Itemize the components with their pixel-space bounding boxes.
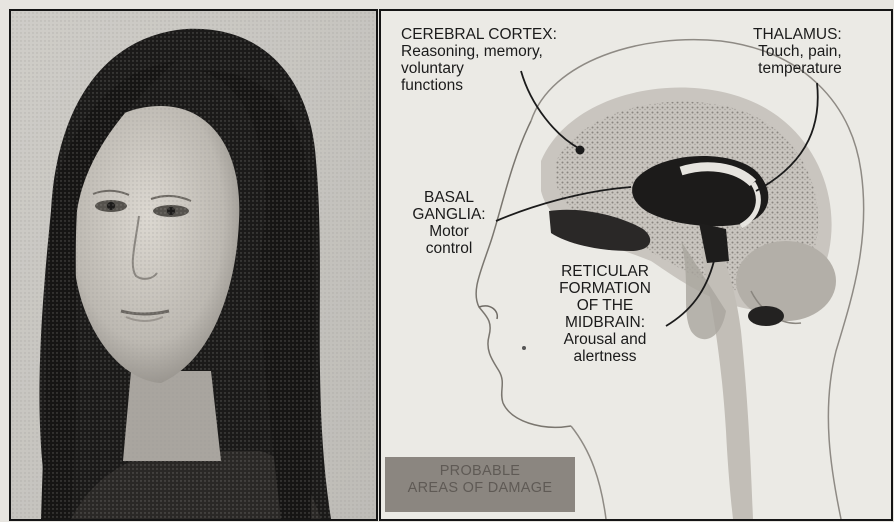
- cortex-line-3: functions: [401, 77, 557, 94]
- reticular-line-1: RETICULAR: [543, 263, 667, 280]
- thalamus-label: THALAMUS: Touch, pain, temperature: [753, 26, 842, 77]
- reticular-line-5: Arousal and: [543, 331, 667, 348]
- reticular-line-2: FORMATION: [543, 280, 667, 297]
- basal-line-4: control: [403, 240, 495, 257]
- reticular-line-6: alertness: [543, 348, 667, 365]
- cortex-line-1: Reasoning, memory,: [401, 43, 557, 60]
- thalamus-line-2: temperature: [753, 60, 842, 77]
- basal-ganglia-label: BASAL GANGLIA: Motor control: [403, 189, 495, 257]
- legend-line-2: AREAS OF DAMAGE: [385, 480, 575, 497]
- basal-line-3: Motor: [403, 223, 495, 240]
- cortex-label: CEREBRAL CORTEX: Reasoning, memory, volu…: [401, 26, 557, 94]
- basal-line-1: BASAL: [403, 189, 495, 206]
- damage-legend-label: PROBABLE AREAS OF DAMAGE: [385, 463, 575, 497]
- reticular-formation-label: RETICULAR FORMATION OF THE MIDBRAIN: Aro…: [543, 263, 667, 365]
- portrait-illustration: [11, 11, 376, 519]
- cortex-line-2: voluntary: [401, 60, 557, 77]
- cortex-title: CEREBRAL CORTEX:: [401, 26, 557, 43]
- thalamus-title: THALAMUS:: [753, 26, 842, 43]
- thalamus-line-1: Touch, pain,: [753, 43, 842, 60]
- basal-line-2: GANGLIA:: [403, 206, 495, 223]
- reticular-line-4: MIDBRAIN:: [543, 314, 667, 331]
- portrait-photo: [9, 9, 378, 521]
- reticular-line-3: OF THE: [543, 297, 667, 314]
- brain-diagram: CEREBRAL CORTEX: Reasoning, memory, volu…: [379, 9, 893, 521]
- legend-line-1: PROBABLE: [385, 463, 575, 480]
